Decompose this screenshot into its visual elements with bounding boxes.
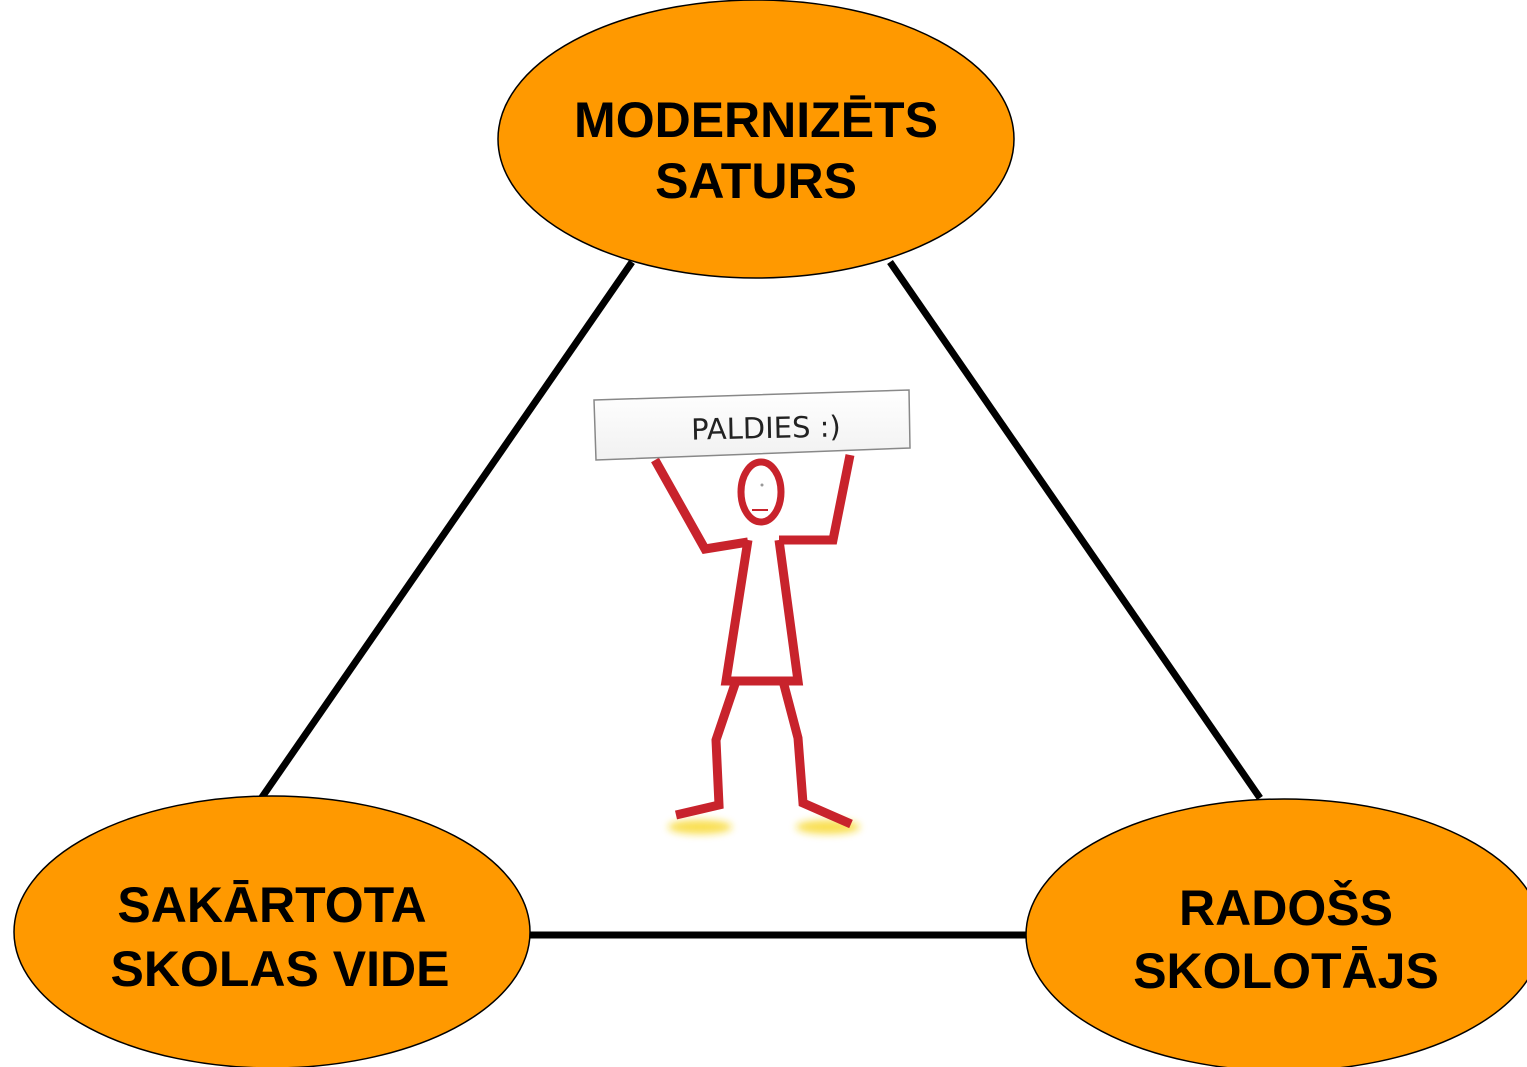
feet-glow — [668, 820, 732, 834]
node-ellipse — [497, 0, 1015, 279]
sign-text: PALDIES :) — [691, 409, 841, 446]
thank-you-sign — [593, 389, 911, 461]
node-label-line1: MODERNIZĒTS — [574, 92, 938, 148]
edge-top-left — [255, 260, 635, 805]
node-creative-teacher: RADOŠS SKOLOTĀJS — [1025, 798, 1527, 1067]
left-arm — [651, 457, 749, 554]
eye — [760, 483, 764, 487]
right-leg — [778, 679, 853, 829]
node-label-line1: RADOŠS — [1179, 879, 1393, 936]
node-ellipse — [1025, 798, 1527, 1067]
right-arm — [779, 454, 855, 545]
node-modernized-content: MODERNIZĒTS SATURS — [497, 0, 1015, 279]
left-leg — [674, 679, 741, 820]
node-label-line2: SATURS — [655, 153, 857, 209]
node-label-line2: SKOLAS VIDE — [111, 941, 450, 997]
stick-figure-illustration: PALDIES :) — [593, 389, 911, 834]
node-label-line1: SAKĀRTOTA — [117, 877, 426, 933]
node-organized-school-environment: SAKĀRTOTA SKOLAS VIDE — [13, 795, 531, 1067]
node-ellipse — [13, 795, 531, 1067]
head — [737, 458, 785, 526]
body — [720, 539, 804, 686]
node-label-line2: SKOLOTĀJS — [1133, 943, 1439, 999]
edge-top-right — [887, 260, 1263, 800]
